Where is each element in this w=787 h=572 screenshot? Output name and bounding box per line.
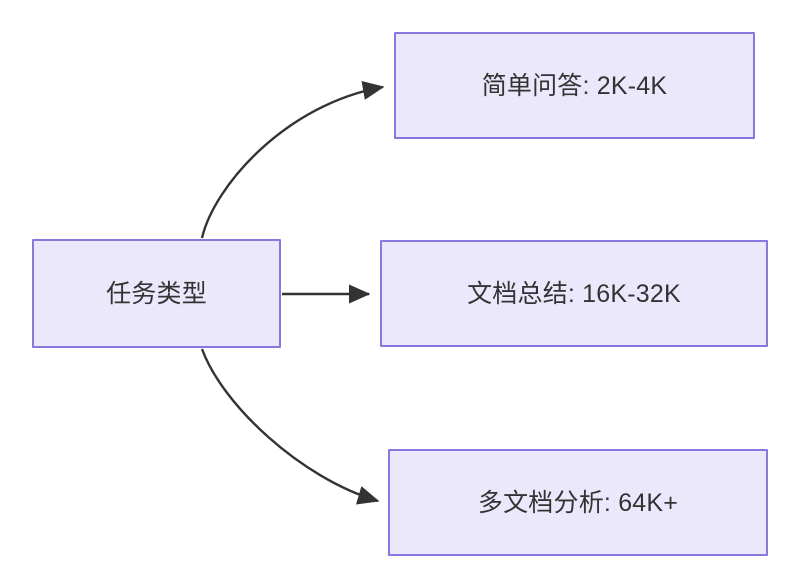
node-doc-summary-label: 文档总结: 16K-32K xyxy=(467,279,681,308)
edge-root-to-multidoc-analysis xyxy=(200,348,380,505)
node-task-type[interactable]: 任务类型 xyxy=(32,239,281,348)
edge-root-to-simple-qa xyxy=(200,81,385,239)
node-simple-qa-label: 简单问答: 2K-4K xyxy=(481,71,668,100)
node-doc-summary[interactable]: 文档总结: 16K-32K xyxy=(380,240,768,347)
node-simple-qa[interactable]: 简单问答: 2K-4K xyxy=(394,32,755,139)
node-multidoc-analysis-label: 多文档分析: 64K+ xyxy=(477,488,679,517)
node-task-type-label: 任务类型 xyxy=(106,279,207,308)
node-multidoc-analysis[interactable]: 多文档分析: 64K+ xyxy=(388,449,768,556)
